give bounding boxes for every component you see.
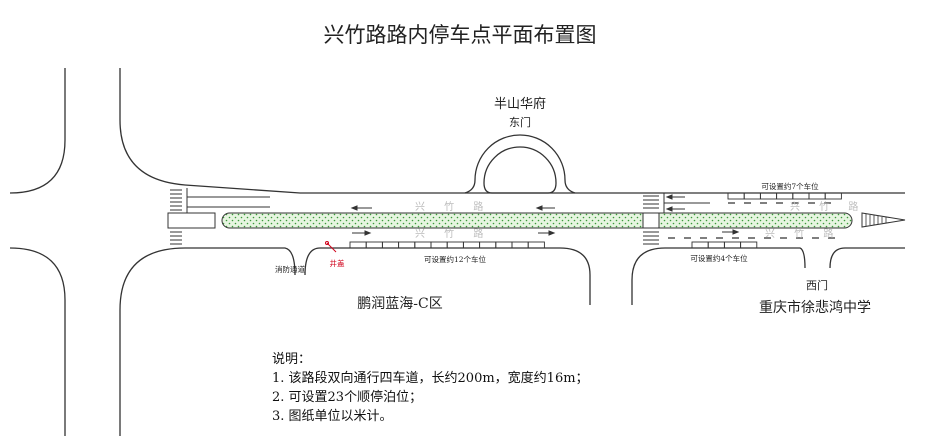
parking-spot: [743, 192, 761, 200]
fire-lane-label: 消防通道: [275, 264, 305, 274]
notes-heading: 说明：: [272, 352, 312, 367]
parking-spot: [446, 241, 464, 249]
parking-spot: [511, 241, 529, 249]
pengrun-label: 鹏润蓝海-C区: [357, 296, 442, 312]
median-green-belt: [221, 212, 853, 229]
parking-spot: [808, 192, 826, 200]
note-item: 2. 可设置23个顺停泊位；: [272, 390, 423, 405]
parking-spot: [727, 192, 745, 200]
parking-spot: [776, 192, 794, 200]
road-taper: [861, 212, 906, 228]
parking-spot: [759, 192, 778, 200]
road-name-label: 兴 竹 路: [765, 227, 841, 240]
parking-spot: [479, 241, 497, 249]
road-name-label: 兴 竹 路: [790, 200, 866, 213]
parking-spot: [381, 241, 400, 249]
parking-4-label: 可设置约4个车位: [690, 253, 748, 263]
parking-spot: [430, 241, 448, 249]
road-name-label: 兴 竹 路: [415, 227, 491, 240]
parking-spot: [527, 241, 545, 249]
parking-spot: [398, 241, 416, 249]
parking-spot: [495, 241, 513, 249]
diagram-title: 兴竹路路内停车点平面布置图: [324, 23, 597, 47]
parking-spot: [824, 192, 842, 200]
crosswalk-east: [642, 193, 710, 245]
parking-spot: [740, 241, 758, 249]
parking-spot: [349, 241, 367, 249]
note-item: 1. 该路段双向通行四车道，长约200m，宽度约16m；: [272, 371, 589, 386]
notes: 说明： 1. 该路段双向通行四车道，长约200m，宽度约16m； 2. 可设置2…: [272, 350, 589, 426]
parking-spot: [365, 241, 383, 249]
south-road-edge: [304, 247, 591, 305]
parking-spot: [691, 241, 709, 249]
cross-road-edge: [9, 68, 66, 194]
parking-12-label: 可设置约12个车位: [424, 254, 487, 264]
west-gate-label: 西门: [806, 278, 828, 292]
banshan-entrance-loop: [483, 146, 557, 194]
cross-road-edge: [119, 247, 296, 436]
manhole-label: 井盖: [330, 258, 345, 268]
crosswalk-west: [167, 188, 270, 245]
manhole-marker: [326, 242, 337, 253]
parking-spot: [707, 241, 725, 249]
road-taper-hatch: [865, 214, 887, 226]
note-item: 3. 图纸单位以米计。: [272, 409, 393, 424]
road-name-label: 兴 竹 路: [415, 200, 491, 213]
south-road-edge: [829, 247, 905, 269]
direction-arrows: [350, 194, 740, 236]
cross-road-edge: [9, 247, 66, 436]
parking-spot: [414, 241, 432, 249]
parking-7-label: 可设置约7个车位: [761, 181, 819, 191]
banshan-label: 半山华府: [494, 97, 546, 112]
lane-dashes: [668, 202, 840, 239]
banshan-entrance-loop: [464, 134, 576, 194]
cross-road-edge: [119, 68, 905, 194]
parking-spot: [723, 241, 742, 249]
east-gate-label: 东门: [509, 115, 531, 129]
parking-spot: [462, 241, 481, 249]
parking-spots: [349, 192, 842, 249]
parking-spot: [792, 192, 810, 200]
south-road-edge: [631, 247, 806, 305]
manhole-icon: [325, 241, 329, 245]
school-label: 重庆市徐悲鸿中学: [759, 299, 871, 316]
